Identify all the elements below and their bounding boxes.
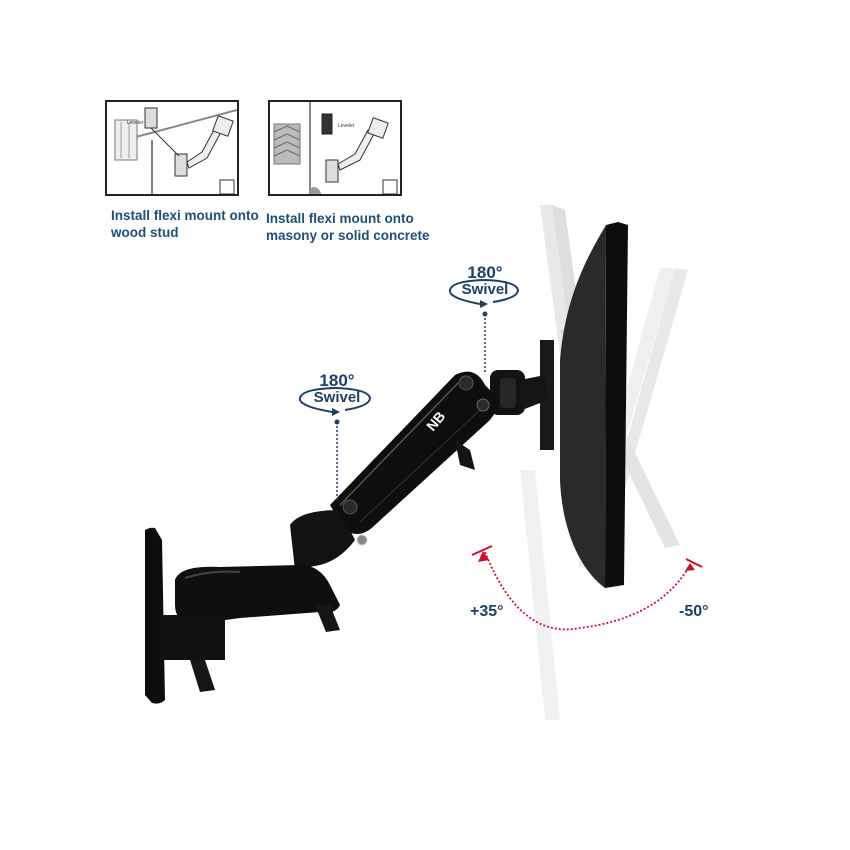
swivel-label-upper: Swivel xyxy=(461,281,509,298)
wall-plate xyxy=(145,527,225,704)
swivel-degrees-lower: 180° xyxy=(319,371,355,390)
leveler-callout: Leveler xyxy=(127,120,144,126)
lower-arm xyxy=(175,510,355,632)
swivel-arrow-icon xyxy=(448,278,520,308)
tilt-up-label: +35° xyxy=(470,603,504,620)
leveler-callout: Leveler xyxy=(338,123,355,129)
swivel-degrees-upper: 180° xyxy=(467,263,503,282)
wood-stud-diagram-icon xyxy=(114,107,237,194)
swivel-label-lower: Swivel xyxy=(313,389,361,406)
monitor xyxy=(540,222,628,588)
upper-arm xyxy=(330,371,500,546)
install-panel-masonry: Leveler xyxy=(268,100,402,196)
tilt-down-label: -50° xyxy=(679,603,709,620)
masonry-diagram-icon xyxy=(273,102,398,194)
swivel-arrow-icon xyxy=(298,386,372,416)
monitor-joint xyxy=(490,370,548,415)
install-panel-wood-stud: Leveler xyxy=(105,100,239,196)
caption-masonry: Install flexi mount onto masony or solid… xyxy=(266,211,430,243)
tilt-arc-icon xyxy=(471,545,703,631)
caption-wood-stud: Install flexi mount onto wood stud xyxy=(111,208,259,240)
